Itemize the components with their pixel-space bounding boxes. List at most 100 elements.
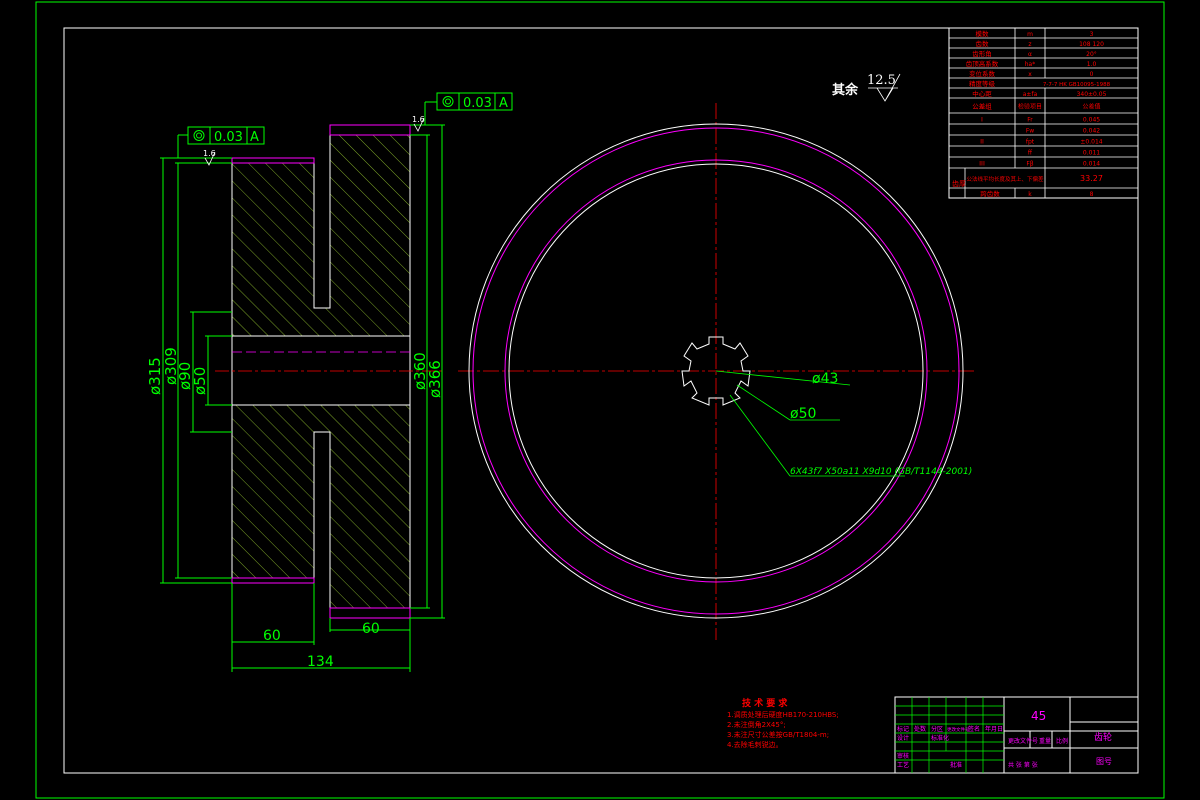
param-name-6: 中心距 bbox=[972, 89, 992, 98]
param-value-14: 8 bbox=[1090, 191, 1094, 198]
param-value-8: 0.045 bbox=[1083, 117, 1100, 124]
param-name-13: 公法线平均长度及其上、下偏差 bbox=[966, 175, 1044, 183]
dimension-lines bbox=[160, 101, 445, 672]
dim-w60-left: 60 bbox=[263, 628, 281, 644]
tb-part-name: 齿轮 bbox=[1094, 731, 1112, 743]
tech-req-item-2: 2.未注倒角2X45°; bbox=[727, 720, 786, 729]
tb-sign-3: 标准化 bbox=[931, 734, 949, 742]
tb-sign-4: 批准 bbox=[950, 761, 962, 769]
tb-row-label-0: 标记 bbox=[897, 725, 909, 733]
dim-w134: 134 bbox=[307, 654, 334, 670]
bore-dim-d50: ø50 bbox=[790, 406, 816, 422]
tb-design-label: 更改文件号 bbox=[1008, 737, 1038, 745]
tech-req-item-3: 3.未注尺寸公差按GB/T1804-m; bbox=[727, 730, 829, 739]
gear-addendum-circle bbox=[468, 123, 964, 619]
param-name-10: II bbox=[980, 138, 984, 146]
param-value-1: 108 120 bbox=[1079, 41, 1104, 48]
dim-w60-right: 60 bbox=[362, 621, 380, 637]
dimension-texts: ø315 ø309 ø90 ø50 ø360 ø366 60 60 134 bbox=[146, 347, 444, 670]
param-name-12: III bbox=[979, 160, 985, 168]
dim-d90: ø90 bbox=[176, 362, 194, 390]
tech-req-item-1: 1.调质处理后硬度HB170-210HBS; bbox=[727, 710, 839, 719]
left-gear-teeth-bottom bbox=[231, 577, 315, 584]
dim-d309: ø309 bbox=[162, 347, 180, 385]
tolerance-value-right: 0.03 bbox=[463, 96, 492, 111]
param-symbol-9: Fw bbox=[1026, 128, 1034, 135]
param-name-14: 跨齿数 bbox=[980, 189, 1000, 198]
tolerance-value-left: 0.03 bbox=[214, 130, 243, 145]
param-value-10: ±0.014 bbox=[1080, 139, 1102, 146]
tb-drawing-no: 图号 bbox=[1096, 757, 1112, 766]
roughness-right-face: 1.6 bbox=[412, 115, 425, 132]
tolerance-frame-left: 0.03 A bbox=[187, 126, 265, 145]
tech-req-item-4: 4.去除毛刺锐边。 bbox=[727, 740, 783, 749]
param-name-5: 精度等级 bbox=[969, 79, 996, 88]
left-gear-teeth-top bbox=[231, 157, 315, 164]
param-symbol-10: fpt bbox=[1026, 139, 1035, 146]
tb-row-label-1: 处数 bbox=[914, 725, 926, 733]
param-name-8: I bbox=[981, 116, 983, 124]
param-value-2: 20° bbox=[1086, 51, 1097, 58]
param-value-11: 0.011 bbox=[1083, 150, 1100, 157]
spline-note: 6X43f7 X50a11 X9d10 (GB/T1144-2001) bbox=[790, 467, 972, 477]
gear-hub-circle bbox=[508, 163, 924, 579]
tolerance-datum-right: A bbox=[499, 96, 508, 111]
tb-sign-2: 工艺 bbox=[897, 761, 909, 769]
spline-bore bbox=[681, 336, 751, 406]
svg-text:1.6: 1.6 bbox=[412, 115, 425, 124]
param-name-4: 变位系数 bbox=[969, 69, 996, 78]
dim-d360: ø360 bbox=[411, 352, 429, 390]
tolerance-datum-left: A bbox=[250, 130, 259, 145]
roughness-general-label: 其余 bbox=[832, 82, 859, 98]
section-view bbox=[215, 124, 445, 619]
dim-d50: ø50 bbox=[191, 367, 209, 395]
tb-scale: 比例 bbox=[1056, 737, 1068, 745]
param-symbol-2: α bbox=[1028, 51, 1032, 58]
param-value-0: 3 bbox=[1090, 31, 1094, 38]
param-value-3: 1.0 bbox=[1087, 61, 1097, 68]
param-symbol-4: x bbox=[1028, 71, 1032, 78]
tech-req-title: 技 术 要 求 bbox=[742, 697, 788, 709]
param-value-6: 340±0.05 bbox=[1077, 91, 1107, 98]
roughness-general: 其余 12.5 bbox=[832, 73, 901, 102]
section-upper-hatch bbox=[231, 134, 411, 337]
param-name-0: 模数 bbox=[976, 29, 990, 38]
svg-text:1.6: 1.6 bbox=[203, 149, 216, 158]
param-value-4: 0 bbox=[1090, 71, 1094, 78]
tb-sign-0: 设计 bbox=[897, 734, 909, 742]
outer-border bbox=[35, 1, 1165, 799]
tb-row-label-2: 分区 bbox=[931, 725, 943, 733]
title-block: 标记 处数 分区 更改文件号 签名 年月日 设计 审核 工艺 标准化 批准 重量… bbox=[894, 696, 1139, 774]
right-gear-teeth-top bbox=[329, 124, 411, 136]
param-value-9: 0.042 bbox=[1083, 128, 1100, 135]
technical-requirements: 技 术 要 求 1.调质处理后硬度HB170-210HBS; 2.未注倒角2X4… bbox=[727, 697, 839, 749]
param-symbol-1: z bbox=[1028, 41, 1031, 48]
param-symbol-14: k bbox=[1028, 191, 1032, 198]
tb-weight: 重量 bbox=[1039, 737, 1051, 745]
tb-material: 45 bbox=[1031, 709, 1046, 723]
param-value-12: 0.014 bbox=[1083, 161, 1100, 168]
param-value-5: 7-7-7 HK GB10095-1988 bbox=[1043, 82, 1111, 88]
tolerance-frame-right: 0.03 A bbox=[436, 92, 513, 111]
param-name-2: 齿形角 bbox=[972, 49, 992, 58]
tb-row-label-5: 年月日 bbox=[985, 725, 1003, 733]
param-symbol-6: a±fa bbox=[1023, 91, 1038, 98]
dim-d366: ø366 bbox=[426, 360, 444, 398]
param-symbol-7: 检验项目 bbox=[1018, 103, 1042, 111]
right-gear-teeth-bottom bbox=[329, 607, 411, 619]
roughness-general-value: 12.5 bbox=[867, 73, 896, 88]
gear-root-circle bbox=[504, 159, 928, 583]
tb-row-label-4: 签名 bbox=[968, 725, 980, 733]
param-value-13: 33.27 bbox=[1080, 174, 1103, 183]
tb-sign-1: 审核 bbox=[897, 752, 909, 760]
param-name-7: 公差组 bbox=[972, 102, 992, 111]
param-name-1: 齿数 bbox=[976, 39, 990, 48]
dim-d315: ø315 bbox=[146, 357, 164, 395]
param-symbol-8: Fr bbox=[1027, 117, 1033, 124]
front-view: ø43 ø50 6X43f7 X50a11 X9d10 (GB/T1144-20… bbox=[458, 103, 975, 640]
roughness-left-face: 1.6 bbox=[203, 149, 216, 166]
tb-row-label-3: 更改文件号 bbox=[947, 726, 970, 733]
bore-dim-d43: ø43 bbox=[812, 371, 838, 387]
